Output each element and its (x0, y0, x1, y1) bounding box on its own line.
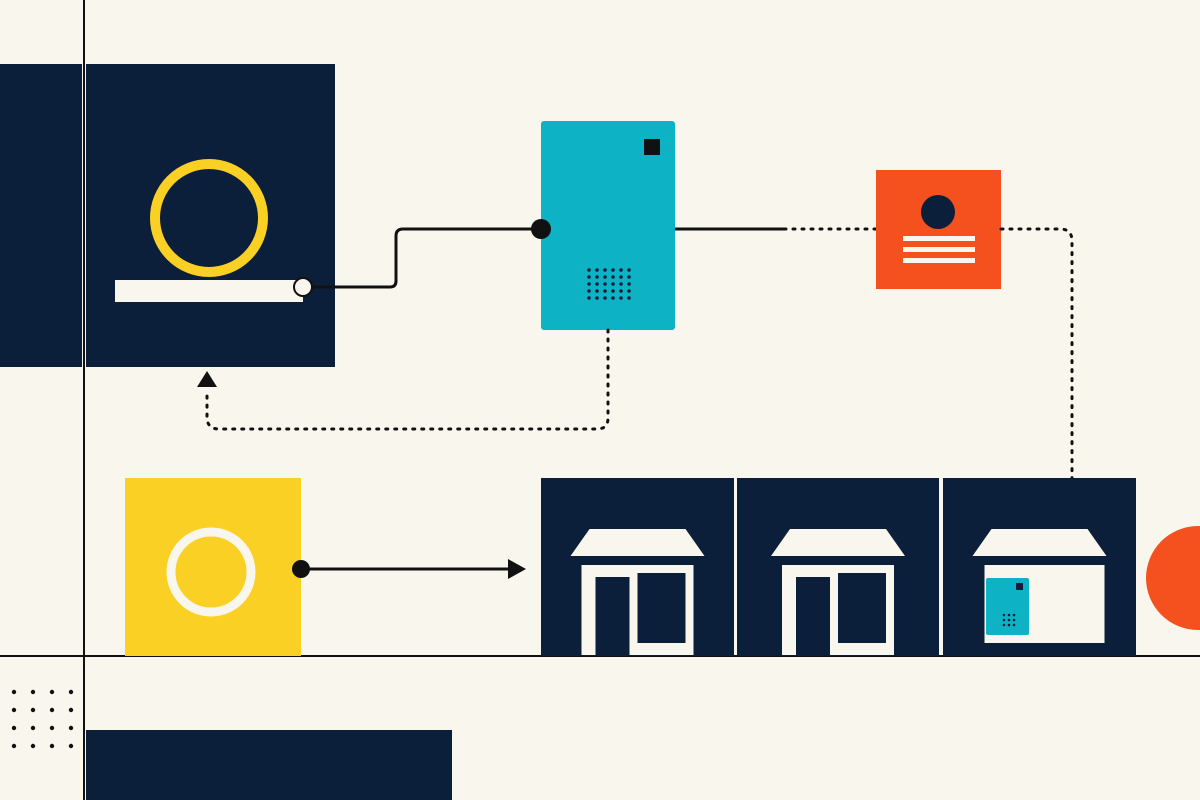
speaker-hole (595, 296, 599, 300)
decorative-dot (68, 689, 74, 695)
speaker-hole (611, 268, 615, 272)
speaker-hole (603, 296, 607, 300)
speaker-hole (1007, 623, 1011, 627)
house-interior (838, 573, 886, 643)
decorative-dot (11, 689, 17, 695)
profile-card (876, 170, 1001, 289)
source-port-dot (293, 277, 313, 297)
connector-device-to-source (205, 328, 610, 431)
speaker-grid-icon (587, 268, 631, 300)
speaker-hole (603, 282, 607, 286)
decorative-dot (49, 707, 55, 713)
house-panel (737, 478, 939, 656)
decorative-dot (49, 743, 55, 749)
speaker-hole (619, 282, 623, 286)
device-card (531, 121, 675, 330)
house-door-icon (595, 577, 630, 655)
decorative-dot-grid (11, 689, 74, 749)
speaker-hole (1012, 613, 1016, 617)
speaker-hole (1002, 623, 1006, 627)
speaker-hole (619, 296, 623, 300)
house-roof-icon (972, 529, 1107, 556)
decorative-dot (11, 725, 17, 731)
speaker-hole (1007, 618, 1011, 622)
speaker-hole (603, 289, 607, 293)
decorative-dot (30, 725, 36, 731)
shelf-bar (115, 280, 303, 302)
profile-text-line (903, 247, 975, 252)
device-card-body (541, 121, 675, 330)
source-panel-left-strip (0, 64, 82, 367)
speaker-hole (587, 296, 591, 300)
speaker-hole (1002, 613, 1006, 617)
device-indicator-square (1016, 583, 1023, 590)
connector-source-to-device (312, 227, 541, 289)
speaker-hole (587, 275, 591, 279)
speaker-hole (627, 268, 631, 272)
speaker-hole (611, 296, 615, 300)
arrow-right-icon (508, 559, 526, 579)
connector-profile-to-house (999, 227, 1074, 502)
speaker-hole (611, 289, 615, 293)
speaker-hole (627, 282, 631, 286)
speaker-hole (619, 289, 623, 293)
house-interior (637, 573, 686, 643)
speaker-hole (603, 275, 607, 279)
orange-circle (1146, 526, 1200, 630)
ring-icon (166, 527, 256, 617)
speaker-hole (1012, 618, 1016, 622)
speaker-hole (595, 289, 599, 293)
speaker-hole (1002, 618, 1006, 622)
speaker-hole (603, 268, 607, 272)
decorative-dot (68, 725, 74, 731)
decorative-dot (30, 707, 36, 713)
speaker-hole (1012, 623, 1016, 627)
ring-icon (150, 159, 268, 277)
house-roof-icon (771, 529, 905, 556)
speaker-hole (627, 275, 631, 279)
profile-text-line (903, 236, 975, 241)
profile-text-line (903, 258, 975, 263)
house-door-icon (796, 577, 830, 655)
house-panel-row (541, 478, 1136, 656)
speaker-hole (595, 268, 599, 272)
device-indicator-square (644, 139, 660, 155)
footer-navy-bar (86, 730, 452, 800)
yellow-block (125, 478, 310, 656)
speaker-hole (619, 268, 623, 272)
decorative-dot (30, 689, 36, 695)
speaker-hole (611, 282, 615, 286)
yellow-block-body (125, 478, 301, 656)
speaker-hole (595, 282, 599, 286)
house-panel (943, 478, 1136, 656)
decorative-dot (68, 707, 74, 713)
profile-card-body (876, 170, 1001, 289)
decorative-dot (11, 743, 17, 749)
speaker-hole (595, 275, 599, 279)
house-panel (541, 478, 734, 656)
speaker-hole (627, 289, 631, 293)
decorative-dot (49, 689, 55, 695)
speaker-hole (1007, 613, 1011, 617)
arrow-up-icon (197, 371, 217, 387)
speaker-hole (587, 289, 591, 293)
source-panel (0, 64, 335, 367)
avatar-icon (921, 195, 955, 229)
speaker-hole (627, 296, 631, 300)
speaker-hole (619, 275, 623, 279)
decorative-dot (30, 743, 36, 749)
device-port-dot (531, 219, 551, 239)
speaker-hole (611, 275, 615, 279)
decorative-dot (11, 707, 17, 713)
speaker-hole (587, 282, 591, 286)
decorative-dot (68, 743, 74, 749)
speaker-hole (587, 268, 591, 272)
house-roof-icon (570, 529, 705, 556)
device-icon (986, 578, 1029, 635)
source-panel-body (86, 64, 335, 367)
decorative-dot (49, 725, 55, 731)
